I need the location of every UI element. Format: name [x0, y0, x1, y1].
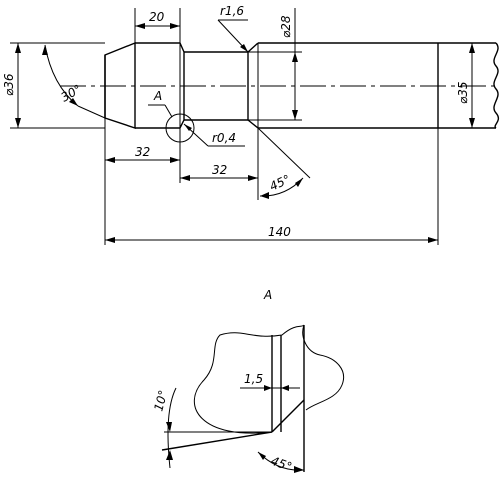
collar-width-label: 20: [149, 10, 165, 24]
dim-collar-width: 20: [134, 8, 181, 43]
dim-groove-length: 32: [180, 128, 259, 200]
dim-groove-diameter: ⌀28: [248, 8, 302, 121]
detail-chamfer-angle-label: 45°: [269, 454, 294, 474]
dim-detail-chamfer-angle: 45°: [257, 451, 305, 474]
dim-overall-length: 140: [105, 128, 439, 245]
detail-callout-label: A: [153, 89, 162, 103]
overall-length-label: 140: [268, 225, 291, 239]
groove-radius-label: r1,6: [220, 4, 244, 18]
dim-right-diameter: ⌀35: [456, 43, 475, 128]
dim-shoulder-angle: 45°: [257, 127, 311, 199]
detail-callout: A: [148, 89, 195, 143]
detail-break-line: [194, 324, 344, 434]
groove-length-label: 32: [212, 163, 227, 177]
right-diameter-label: ⌀35: [456, 82, 470, 105]
dim-chamfer-angle: 30°: [42, 42, 106, 119]
detail-view: A 1,5 10°: [151, 288, 344, 474]
detail-profile: [161, 325, 305, 472]
chamfer-angle-label: 30°: [59, 82, 84, 105]
dim-fillet-radius: r0,4: [183, 123, 245, 147]
dim-left-diameter: ⌀36: [2, 42, 105, 129]
relief-angle-label: 10°: [151, 389, 170, 413]
dim-groove-radius: r1,6: [217, 4, 249, 53]
main-view: ⌀36 30° 20 r1,6: [2, 4, 500, 245]
dim-relief-angle: 10°: [151, 387, 272, 469]
dim-step-width: 1,5: [240, 372, 300, 391]
detail-view-title: A: [263, 288, 272, 302]
left-diameter-label: ⌀36: [2, 73, 16, 96]
shoulder-angle-label: 45°: [267, 172, 292, 194]
dim-left-length: 32: [104, 118, 181, 245]
left-length-label: 32: [135, 145, 150, 159]
step-width-label: 1,5: [244, 372, 263, 386]
groove-diameter-label: ⌀28: [279, 15, 293, 38]
fillet-radius-label: r0,4: [212, 131, 236, 145]
